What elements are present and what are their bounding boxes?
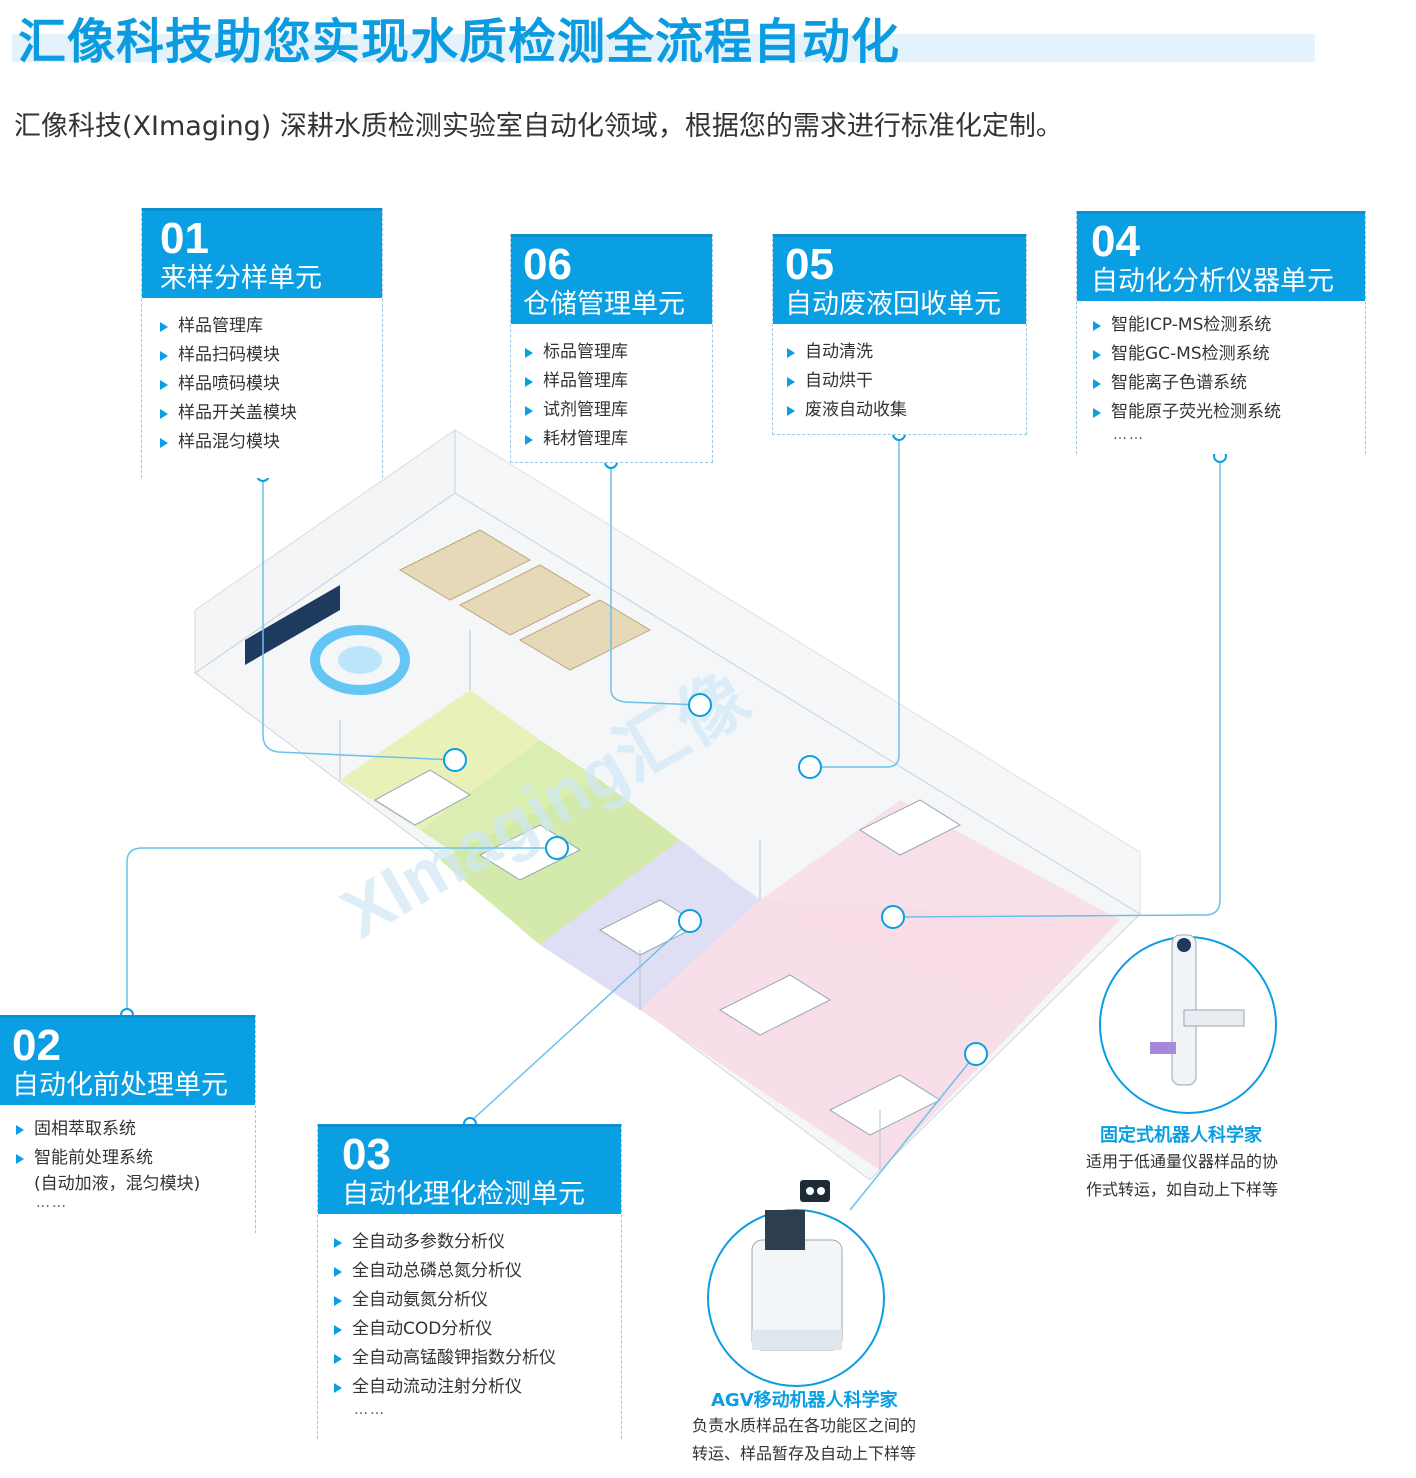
unit-number: 02	[12, 1021, 61, 1070]
list-item: 试剂管理库	[525, 396, 712, 425]
unit-name: 自动化理化检测单元	[342, 1179, 585, 1210]
list-item: 样品管理库	[160, 312, 382, 341]
list-item: 全自动COD分析仪	[334, 1315, 621, 1344]
more-indicator: ……	[354, 1402, 386, 1418]
office-desks	[398, 529, 652, 671]
unit-feature-list: 自动清洗 自动烘干 废液自动收集	[773, 324, 1026, 433]
page-title: 汇像科技助您实现水质检测全流程自动化	[18, 14, 901, 70]
unit-name: 自动废液回收单元	[785, 289, 1001, 320]
list-item: 全自动流动注射分析仪	[334, 1373, 621, 1402]
unit-number: 04	[1091, 217, 1140, 266]
title-band	[12, 34, 1315, 62]
zone-pretreatment-2	[420, 740, 600, 870]
list-item: 样品扫码模块	[160, 341, 382, 370]
list-item: 样品开关盖模块	[160, 399, 382, 428]
list-item: 样品混匀模块	[160, 428, 382, 457]
unit-card-04: 04 自动化分析仪器单元 智能ICP-MS检测系统 智能GC-MS检测系统 智能…	[1076, 211, 1366, 454]
list-item: 全自动氨氮分析仪	[334, 1286, 621, 1315]
unit-feature-list: 标品管理库 样品管理库 试剂管理库 耗材管理库	[511, 324, 712, 462]
list-item: 智能ICP-MS检测系统	[1093, 311, 1365, 340]
zone-physchem	[440, 780, 680, 945]
control-screen	[245, 585, 340, 665]
agv-robot-desc: 负责水质样品在各功能区之间的转运、样品暂存及自动上下样等	[692, 1416, 917, 1463]
unit-name: 自动化前处理单元	[12, 1070, 228, 1101]
list-item: 样品喷码模块	[160, 370, 382, 399]
glass-partitions	[339, 630, 881, 1170]
page-subtitle: 汇像科技(XImaging) 深耕水质检测实验室自动化领域，根据您的需求进行标准…	[14, 111, 1063, 142]
connector-lines	[126, 435, 1221, 1211]
list-item: 智能GC-MS检测系统	[1093, 340, 1365, 369]
list-item: 耗材管理库	[525, 425, 712, 454]
unit-card-02: 02 自动化前处理单元 固相萃取系统 智能前处理系统 (自动加液，混匀模块) ……	[0, 1015, 256, 1233]
list-item: 智能原子荧光检测系统	[1093, 398, 1365, 427]
unit-number: 06	[523, 240, 572, 289]
list-item-label: 智能前处理系统	[34, 1148, 153, 1168]
list-item-note: (自动加液，混匀模块)	[34, 1174, 201, 1194]
unit-card-05: 05 自动废液回收单元 自动清洗 自动烘干 废液自动收集	[772, 234, 1027, 435]
unit-feature-list: 智能ICP-MS检测系统 智能GC-MS检测系统 智能离子色谱系统 智能原子荧光…	[1077, 301, 1365, 427]
more-indicator: ……	[36, 1195, 68, 1211]
zone-waste	[760, 800, 1120, 1000]
list-item: 全自动总磷总氮分析仪	[334, 1257, 621, 1286]
fixed-robot-illustration	[1150, 934, 1245, 1086]
list-item: 样品管理库	[525, 367, 712, 396]
unit-name: 仓储管理单元	[523, 289, 685, 320]
unit-number: 05	[785, 240, 834, 289]
unit-number: 03	[342, 1130, 391, 1179]
unit-feature-list: 样品管理库 样品扫码模块 样品喷码模块 样品开关盖模块 样品混匀模块	[142, 298, 382, 465]
agv-robot-illustration	[751, 1180, 843, 1351]
list-item: 自动清洗	[787, 338, 1026, 367]
fixed-robot-desc: 适用于低通量仪器样品的协作式转运，如自动上下样等	[1086, 1152, 1279, 1199]
console-core	[338, 646, 382, 674]
list-item: 标品管理库	[525, 338, 712, 367]
unit-number: 01	[160, 214, 209, 263]
more-indicator: ……	[1113, 427, 1145, 443]
list-item: 全自动多参数分析仪	[334, 1228, 621, 1257]
unit-feature-list: 固相萃取系统 智能前处理系统 (自动加液，混匀模块)	[0, 1105, 255, 1195]
list-item: 智能前处理系统 (自动加液，混匀模块)	[16, 1144, 255, 1195]
unit-card-06: 06 仓储管理单元 标品管理库 样品管理库 试剂管理库 耗材管理库	[510, 234, 713, 463]
list-item: 全自动高锰酸钾指数分析仪	[334, 1344, 621, 1373]
list-item: 智能离子色谱系统	[1093, 369, 1365, 398]
list-item: 自动烘干	[787, 367, 1026, 396]
console-ring	[310, 625, 410, 695]
lab-back-wall-right	[454, 429, 1141, 915]
unit-feature-list: 全自动多参数分析仪 全自动总磷总氮分析仪 全自动氨氮分析仪 全自动COD分析仪 …	[318, 1214, 621, 1402]
unit-card-03: 03 自动化理化检测单元 全自动多参数分析仪 全自动总磷总氮分析仪 全自动氨氮分…	[317, 1124, 622, 1439]
list-item: 废液自动收集	[787, 396, 1026, 425]
unit-card-01: 01 来样分样单元 样品管理库 样品扫码模块 样品喷码模块 样品开关盖模块 样品…	[141, 208, 383, 478]
agv-robot-title: AGV移动机器人科学家	[711, 1390, 898, 1411]
unit-name: 自动化分析仪器单元	[1091, 266, 1334, 297]
fixed-robot-title: 固定式机器人科学家	[1100, 1125, 1262, 1146]
unit-name: 来样分样单元	[160, 263, 322, 294]
list-item: 固相萃取系统	[16, 1115, 255, 1144]
